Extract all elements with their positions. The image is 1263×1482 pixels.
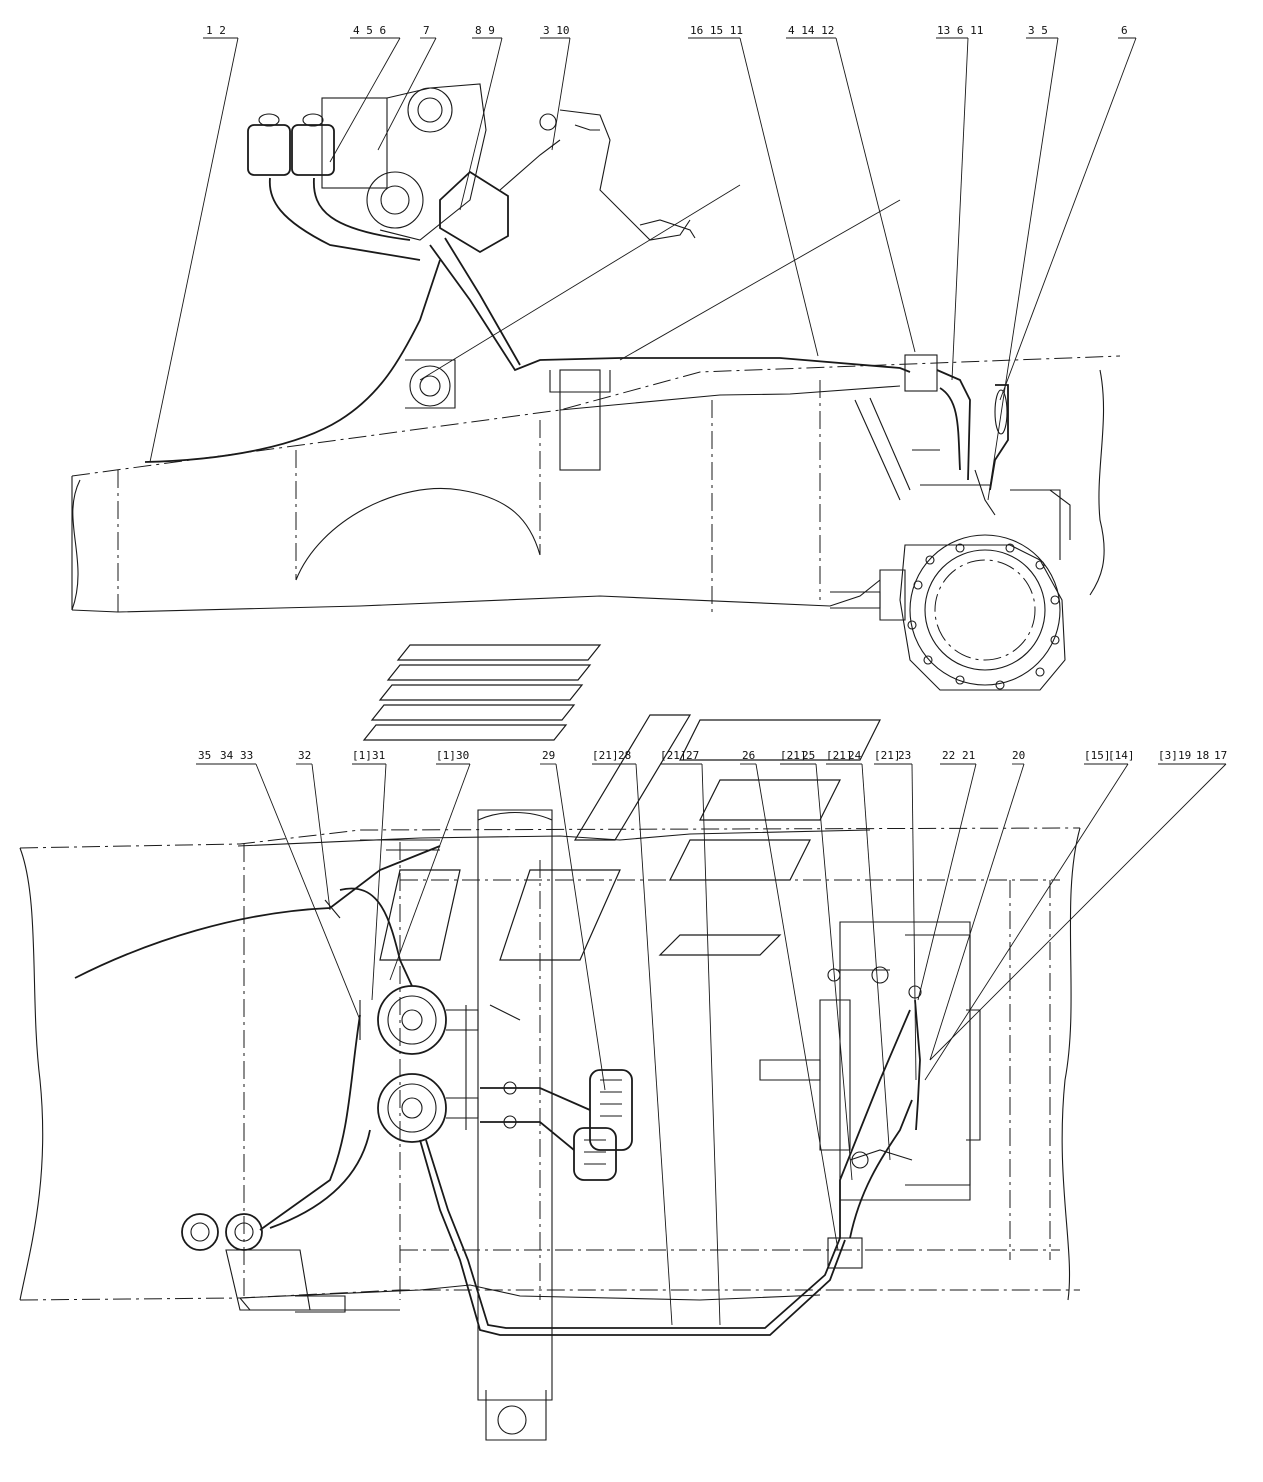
pedals <box>480 1069 633 1181</box>
callout-3: [3] <box>1158 749 1178 762</box>
callout-18: 18 <box>1196 749 1209 762</box>
callout-21a: [21] <box>592 749 619 762</box>
callout-23: 23 <box>898 749 911 762</box>
callout-17: 17 <box>1214 749 1227 762</box>
callout-28: 28 <box>618 749 631 762</box>
callout-top-2: 4 5 6 <box>353 24 386 37</box>
top-leaders <box>149 37 1137 501</box>
bottom-callout-labels: 35 34 33 32 [1] 31 [1] 30 29 [21] 28 [21… <box>198 749 1227 762</box>
callout-top-3: 7 <box>423 24 430 37</box>
callout-15: [15] <box>1084 749 1111 762</box>
callout-24: 24 <box>848 749 862 762</box>
callout-32: 32 <box>298 749 311 762</box>
frame-side <box>71 355 1121 613</box>
bottom-leaders <box>255 763 1227 1326</box>
cross-member <box>477 809 553 1441</box>
callout-top-4: 8 9 <box>475 24 495 37</box>
callout-top-9: 3 5 <box>1028 24 1048 37</box>
callout-21c: [21] <box>780 749 807 762</box>
top-components <box>144 83 1009 516</box>
callout-20: 20 <box>1012 749 1025 762</box>
callout-21b: [21] <box>660 749 687 762</box>
front-mounts <box>181 1213 346 1313</box>
transmission-plan <box>759 921 981 1201</box>
callout-30: 30 <box>456 749 469 762</box>
frame-plan <box>19 827 1081 1311</box>
callout-19: 19 <box>1178 749 1191 762</box>
callout-top-6: 16 15 11 <box>690 24 743 37</box>
callout-top-10: 6 <box>1121 24 1128 37</box>
callout-21d: [21] <box>826 749 853 762</box>
top-view: 1 2 4 5 6 7 8 9 3 10 16 15 11 4 14 12 13… <box>71 24 1137 691</box>
callout-21e: [21] <box>874 749 901 762</box>
callout-top-5: 3 10 <box>543 24 570 37</box>
callout-top-7: 4 14 12 <box>788 24 834 37</box>
callout-22: 22 <box>942 749 955 762</box>
callout-34: 34 <box>220 749 234 762</box>
callout-top-8: 13 6 11 <box>937 24 983 37</box>
callout-35: 35 <box>198 749 211 762</box>
axle-flange <box>830 397 1071 691</box>
callout-33: 33 <box>240 749 253 762</box>
bottom-view: 35 34 33 32 [1] 31 [1] 30 29 [21] 28 [21… <box>19 749 1227 1441</box>
callout-29: 29 <box>542 749 555 762</box>
callout-1b: [1] <box>436 749 456 762</box>
callout-26: 26 <box>742 749 755 762</box>
watermark-logo <box>362 644 881 961</box>
callout-31: 31 <box>372 749 385 762</box>
callout-14: [14] <box>1108 749 1135 762</box>
brake-chambers-plan <box>377 985 521 1143</box>
callout-1a: [1] <box>352 749 372 762</box>
pipes-plan <box>74 839 921 1336</box>
callout-25: 25 <box>802 749 815 762</box>
callout-21: 21 <box>962 749 975 762</box>
callout-top-1: 1 2 <box>206 24 226 37</box>
callout-27: 27 <box>686 749 699 762</box>
top-callout-labels: 1 2 4 5 6 7 8 9 3 10 16 15 11 4 14 12 13… <box>206 24 1128 37</box>
